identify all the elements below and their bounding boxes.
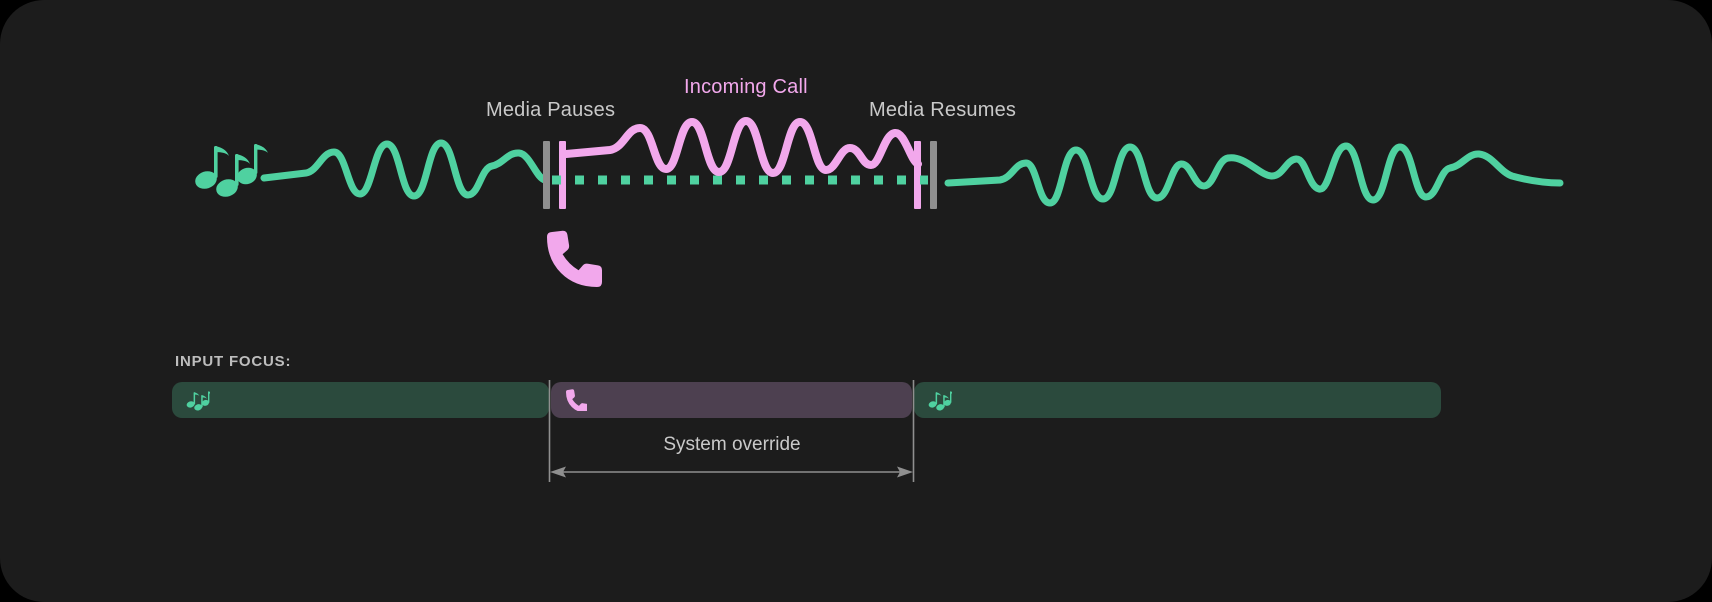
timeline-graphic [195, 117, 1564, 287]
media-waveform-after [944, 142, 1564, 207]
label-system-override: System override [0, 434, 1712, 456]
input-focus-section: INPUT FOCUS: [0, 330, 1712, 602]
pause-marker-gray [543, 141, 550, 209]
override-arrow-head-left [550, 466, 566, 478]
focus-bar-media-after[interactable] [914, 382, 1441, 418]
system-override-annotation [548, 380, 915, 482]
label-media-pauses: Media Pauses [486, 99, 616, 121]
music-notes-icon [195, 144, 268, 197]
call-waveform [562, 117, 922, 177]
media-waveform-before [260, 139, 549, 200]
label-incoming-call: Incoming Call [684, 76, 808, 98]
timeline-section: Media Pauses Incoming Call Media Resumes [195, 76, 1564, 287]
label-media-resumes: Media Resumes [869, 99, 1017, 121]
input-focus-heading: INPUT FOCUS: [175, 353, 292, 370]
pause-marker-pink [559, 141, 566, 209]
system-override-text: System override [653, 434, 811, 455]
focus-bar-media-before[interactable] [172, 382, 549, 418]
phone-icon [566, 389, 587, 411]
music-notes-icon [186, 391, 210, 411]
music-notes-icon [928, 391, 952, 411]
resume-marker-gray [930, 141, 937, 209]
override-arrow-head-right [897, 466, 913, 478]
resume-marker-pink [914, 141, 921, 209]
phone-icon [547, 230, 602, 287]
focus-bar-call[interactable] [551, 382, 912, 418]
